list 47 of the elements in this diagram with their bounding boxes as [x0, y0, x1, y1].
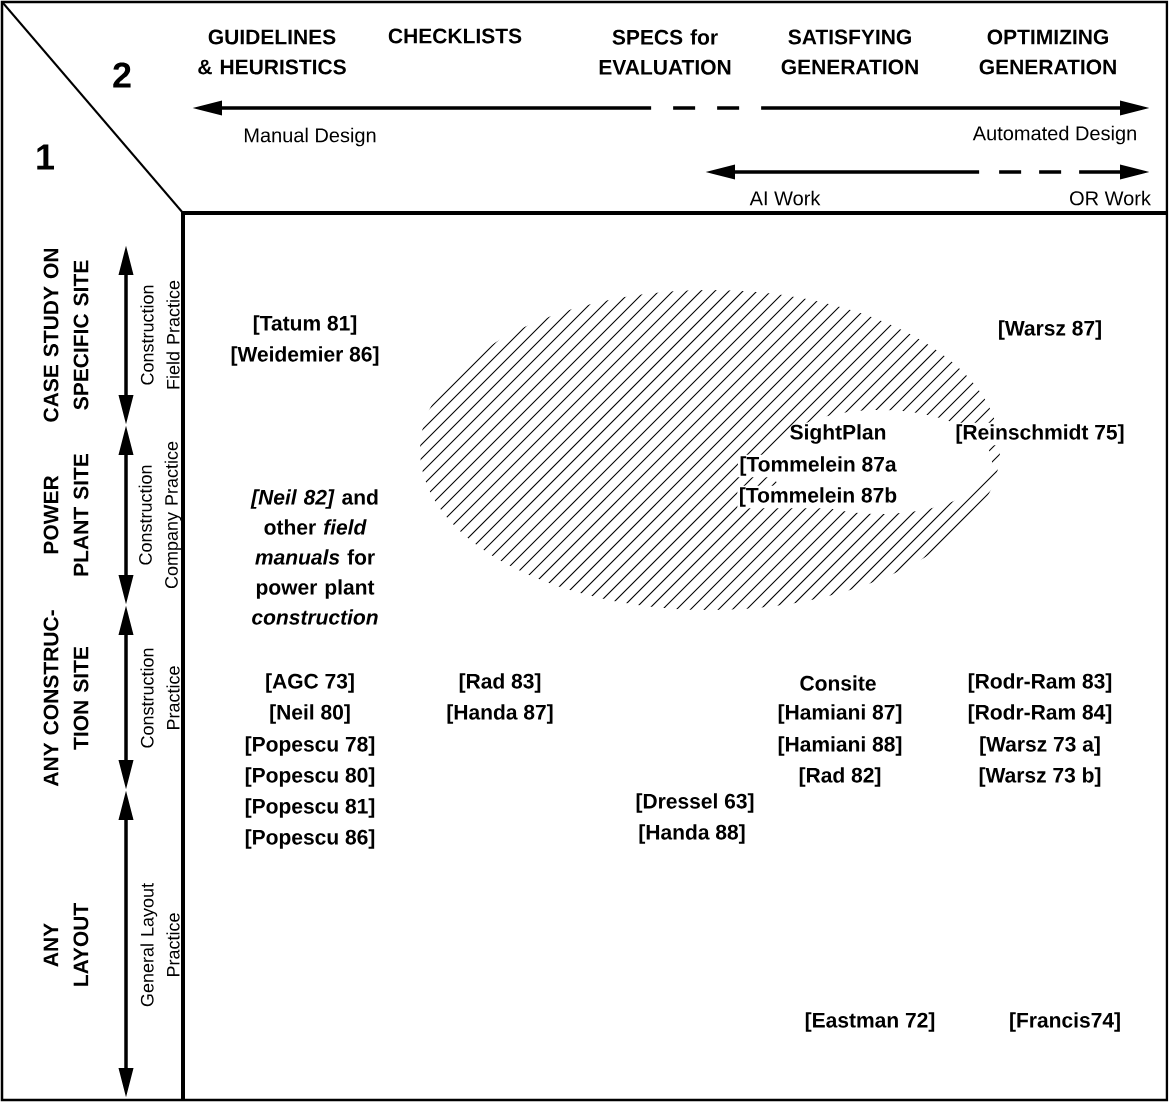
- citation: [Rad 83]: [459, 673, 541, 693]
- citation: [Reinschmidt 75]: [953, 422, 1127, 446]
- scale-label: OR Work: [1070, 190, 1151, 206]
- scale-heading: ANY LAYOUT: [43, 903, 89, 986]
- citation: [Warsz 73 b]: [979, 767, 1101, 787]
- system-name: Consite: [800, 675, 876, 691]
- citation: [Tommelein 87a: [737, 454, 899, 478]
- scale-label: Construction Company Practice: [138, 441, 182, 589]
- citation: [Rad 82]: [799, 767, 881, 787]
- citation: [AGC 73]: [266, 673, 354, 693]
- citation: [Rodr-Ram 84]: [968, 704, 1112, 724]
- scale-heading: ANY CONSTRUC-TION SITE: [43, 610, 89, 787]
- citation: [Francis74]: [1010, 1012, 1120, 1032]
- system-name: SightPlan: [790, 424, 886, 444]
- scale-label: AI Work: [749, 190, 821, 206]
- citation: [Tommelein 87b: [737, 485, 899, 509]
- citation: [Dressel 63]: [636, 793, 754, 813]
- scale-label: Manual Design: [244, 127, 376, 147]
- scale-heading: CHECKLISTS: [388, 28, 522, 44]
- note-text: [Neil 82] and other field manuals for power plant construction: [250, 489, 378, 625]
- scale-label: Automated Design: [972, 125, 1136, 145]
- citation: [Weidemier 86]: [231, 346, 379, 366]
- scale-heading: SPECS for EVALUATION: [599, 29, 731, 75]
- axis-number: 1: [37, 144, 54, 170]
- citation: [Tatum 81]: [253, 315, 357, 335]
- axis-number: 2: [113, 62, 131, 88]
- citation: [Eastman 72]: [805, 1012, 935, 1032]
- citation: [Rodr-Ram 83]: [968, 673, 1112, 693]
- citation: [Popescu 80]: [245, 767, 375, 787]
- citation: [Warsz 87]: [999, 320, 1101, 340]
- citation: [Warsz 73 a]: [980, 736, 1100, 756]
- scale-heading: OPTIMIZING GENERATION: [979, 29, 1116, 75]
- scale-label: Construction Field Practice: [140, 280, 180, 389]
- citation: [Hamiani 88]: [778, 736, 902, 756]
- citation: [Popescu 86]: [245, 829, 375, 849]
- citation: [Hamiani 87]: [778, 704, 902, 724]
- scale-heading: SATISFYING GENERATION: [781, 29, 918, 75]
- scale-label: Construction Practice: [140, 648, 180, 748]
- citation: [Neil 80]: [270, 704, 350, 724]
- scale-heading: POWER PLANT SITE: [43, 454, 89, 576]
- citation: [Popescu 81]: [245, 798, 375, 818]
- scale-heading: CASE STUDY ON SPECIFIC SITE: [43, 248, 89, 422]
- citation: [Handa 88]: [639, 824, 745, 844]
- citation: [Popescu 78]: [245, 736, 375, 756]
- citation: [Handa 87]: [447, 704, 553, 724]
- scale-label: General Layout Practice: [140, 883, 180, 1007]
- scale-heading: GUIDELINES & HEURISTICS: [198, 29, 346, 75]
